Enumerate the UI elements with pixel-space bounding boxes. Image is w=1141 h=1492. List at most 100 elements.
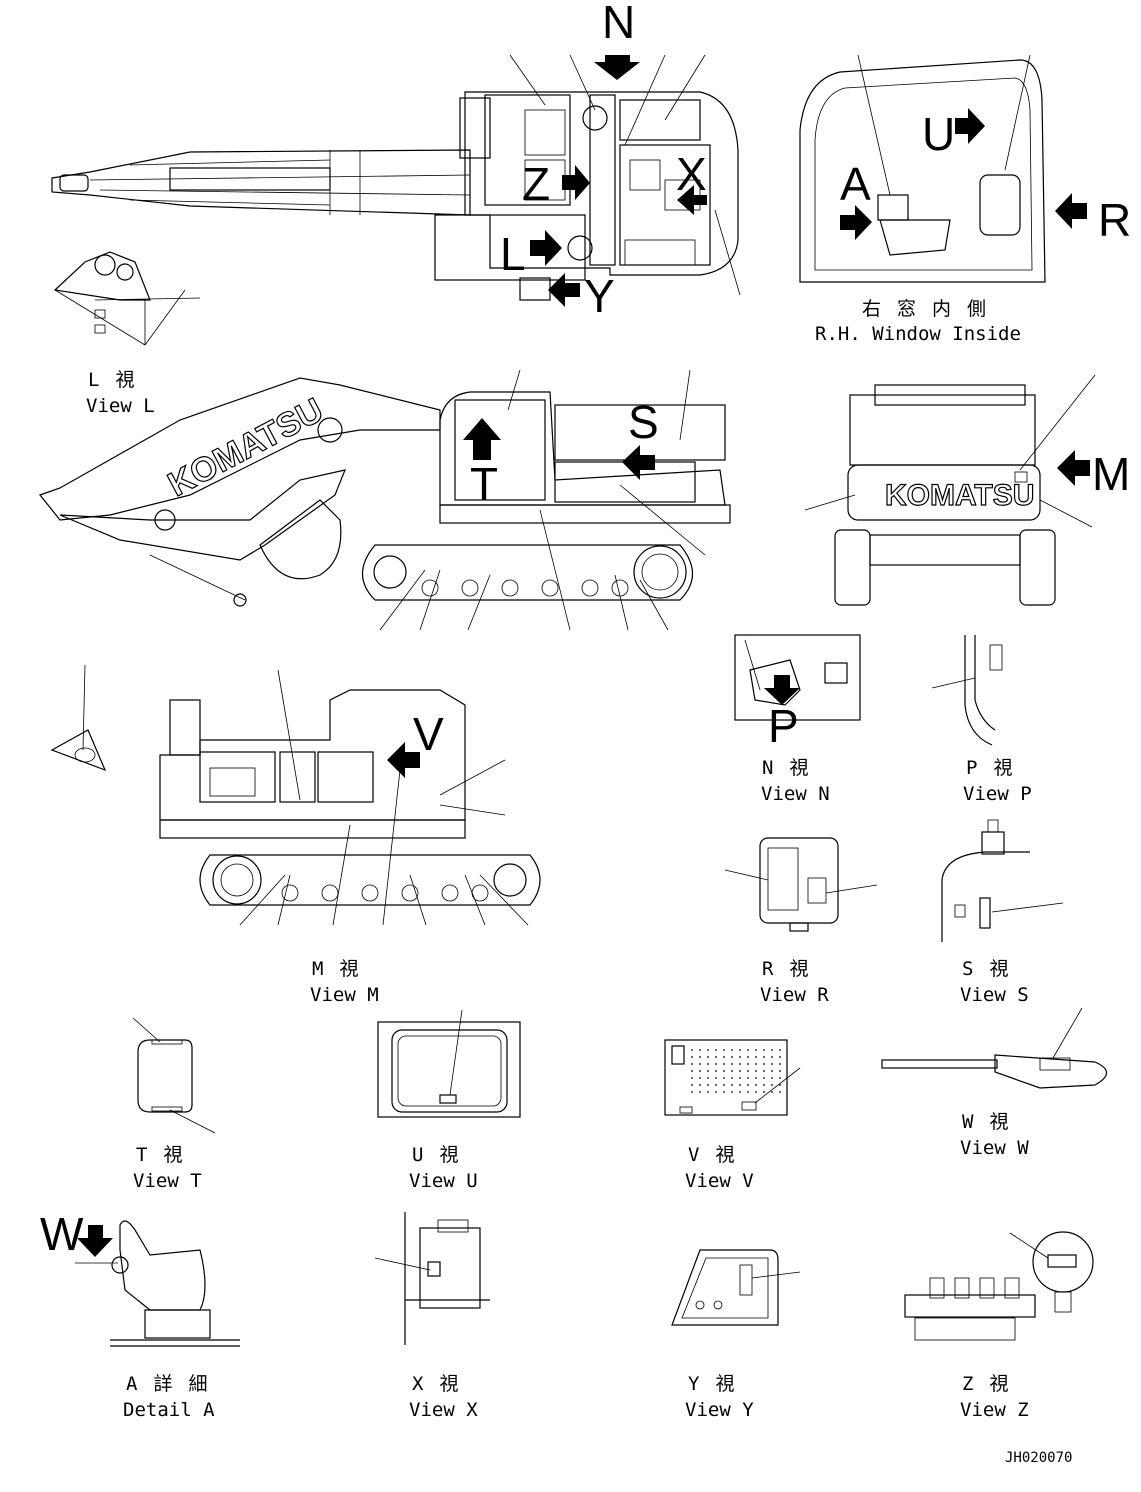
arrow-label-m: M bbox=[1092, 448, 1130, 500]
panel-dot bbox=[723, 1063, 725, 1065]
caption-detail-a-en: Detail A bbox=[123, 1399, 215, 1421]
right-side-elevation: V bbox=[50, 664, 541, 926]
panel-dot bbox=[715, 1056, 717, 1058]
top-plan-view: N Z X L Y bbox=[51, 0, 741, 322]
arrow-label-v: V bbox=[413, 708, 444, 760]
view-p-detail bbox=[931, 635, 1003, 746]
panel-dot bbox=[731, 1091, 733, 1093]
panel-dot bbox=[691, 1049, 693, 1051]
panel-dot bbox=[707, 1084, 709, 1086]
panel-dot bbox=[763, 1077, 765, 1079]
arrow-label-a: A bbox=[840, 158, 871, 210]
caption-view-p-en: View P bbox=[963, 783, 1032, 805]
panel-dot bbox=[747, 1049, 749, 1051]
panel-dot bbox=[779, 1091, 781, 1093]
caption-view-p-jp: P視 bbox=[966, 757, 1028, 779]
panel-dot bbox=[707, 1049, 709, 1051]
panel-dot bbox=[771, 1084, 773, 1086]
panel-dot bbox=[755, 1091, 757, 1093]
arrow-label-u: U bbox=[922, 108, 955, 160]
caption-view-w-jp: W視 bbox=[962, 1111, 1024, 1133]
panel-dot bbox=[739, 1084, 741, 1086]
view-t-detail bbox=[132, 1017, 216, 1134]
caption-detail-a-jp: A詳細 bbox=[126, 1373, 223, 1395]
panel-dot bbox=[755, 1070, 757, 1072]
arrow-label-x: X bbox=[676, 148, 707, 200]
drawing-number: JH020070 bbox=[1005, 1450, 1072, 1466]
panel-dot bbox=[691, 1091, 693, 1093]
caption-view-m-en: View M bbox=[310, 984, 379, 1006]
caption-view-y-jp: Y視 bbox=[688, 1373, 750, 1395]
panel-dot bbox=[699, 1056, 701, 1058]
panel-dot bbox=[699, 1091, 701, 1093]
rear-brand-text: KOMATSU bbox=[885, 479, 1034, 512]
panel-dot bbox=[715, 1091, 717, 1093]
caption-view-s-en: View S bbox=[960, 984, 1029, 1006]
panel-dot bbox=[699, 1077, 701, 1079]
caption-view-s-jp: S視 bbox=[962, 958, 1024, 980]
panel-dot bbox=[771, 1091, 773, 1093]
panel-dot bbox=[723, 1049, 725, 1051]
view-z-detail bbox=[904, 1231, 1094, 1341]
panel-dot bbox=[779, 1070, 781, 1072]
panel-dot bbox=[739, 1091, 741, 1093]
panel-dot bbox=[747, 1063, 749, 1065]
panel-dot bbox=[715, 1063, 717, 1065]
panel-dot bbox=[699, 1070, 701, 1072]
panel-dot bbox=[755, 1077, 757, 1079]
rear-view: KOMATSU M bbox=[804, 374, 1130, 606]
caption-view-z-jp: Z視 bbox=[962, 1373, 1024, 1395]
caption-view-u-en: View U bbox=[409, 1170, 478, 1192]
detail-a: W bbox=[40, 1208, 240, 1347]
caption-view-r-en: View R bbox=[760, 984, 829, 1006]
arrow-label-s: S bbox=[628, 396, 659, 448]
panel-dot bbox=[691, 1063, 693, 1065]
arrow-label-w: W bbox=[40, 1208, 84, 1260]
caption-view-x-jp: X視 bbox=[412, 1373, 474, 1395]
panel-dot bbox=[699, 1049, 701, 1051]
panel-dot bbox=[715, 1084, 717, 1086]
panel-dot bbox=[763, 1056, 765, 1058]
panel-dot bbox=[739, 1056, 741, 1058]
arrow-label-y: Y bbox=[584, 270, 615, 322]
panel-dot bbox=[731, 1077, 733, 1079]
panel-dot bbox=[707, 1091, 709, 1093]
arrow-label-p: P bbox=[768, 700, 799, 752]
caption-view-m-jp: M視 bbox=[312, 958, 374, 980]
caption-view-y-en: View Y bbox=[685, 1399, 754, 1421]
view-r-detail bbox=[724, 837, 878, 932]
caption-view-v-jp: V視 bbox=[688, 1144, 750, 1166]
caption-view-t-en: View T bbox=[133, 1170, 202, 1192]
panel-dot bbox=[739, 1070, 741, 1072]
panel-dot bbox=[707, 1056, 709, 1058]
panel-dot bbox=[779, 1049, 781, 1051]
panel-dot bbox=[691, 1056, 693, 1058]
panel-dot bbox=[739, 1063, 741, 1065]
panel-dot bbox=[715, 1049, 717, 1051]
panel-dot bbox=[779, 1056, 781, 1058]
panel-dot bbox=[691, 1070, 693, 1072]
panel-dot bbox=[723, 1070, 725, 1072]
panel-dot bbox=[723, 1084, 725, 1086]
panel-dot bbox=[771, 1070, 773, 1072]
panel-dot bbox=[747, 1091, 749, 1093]
caption-view-u-jp: U視 bbox=[412, 1144, 474, 1166]
panel-dot bbox=[723, 1091, 725, 1093]
view-y-detail bbox=[671, 1249, 801, 1326]
caption-view-w-en: View W bbox=[960, 1137, 1029, 1159]
panel-dot bbox=[715, 1070, 717, 1072]
panel-dot bbox=[779, 1084, 781, 1086]
panel-dot bbox=[699, 1084, 701, 1086]
view-u-detail bbox=[377, 1009, 521, 1118]
caption-view-l-en: View L bbox=[86, 395, 155, 417]
caption-view-x-en: View X bbox=[409, 1399, 478, 1421]
arrow-label-z: Z bbox=[522, 158, 550, 210]
panel-dot bbox=[771, 1063, 773, 1065]
panel-dot bbox=[723, 1056, 725, 1058]
caption-view-n-en: View N bbox=[761, 783, 830, 805]
panel-dot bbox=[747, 1056, 749, 1058]
panel-dot bbox=[771, 1077, 773, 1079]
panel-dot bbox=[763, 1091, 765, 1093]
panel-dot bbox=[707, 1070, 709, 1072]
panel-dot bbox=[731, 1056, 733, 1058]
